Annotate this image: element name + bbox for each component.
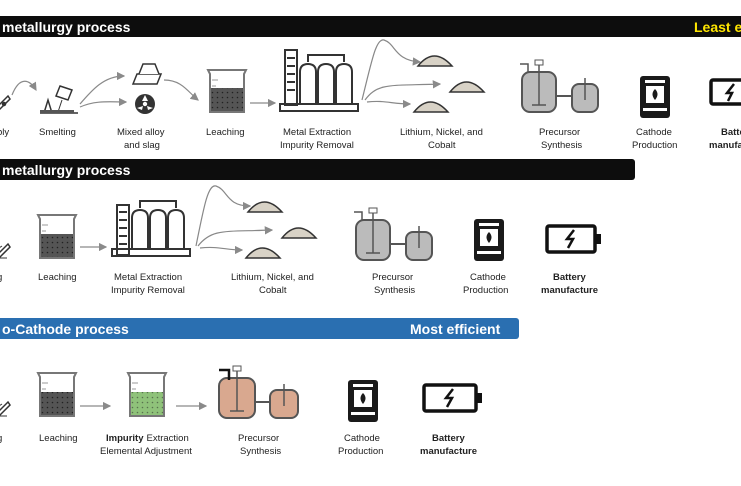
row-direct-cathode: o-Cathode process Most efficient g Leach… bbox=[0, 318, 519, 457]
cathode-furnace-icon bbox=[348, 380, 378, 422]
step-label: Cathode bbox=[636, 127, 672, 138]
least-efficient-label: Least ef bbox=[694, 19, 741, 35]
step-label: Leaching bbox=[39, 433, 78, 444]
step-label: Leaching bbox=[38, 272, 77, 283]
most-efficient-label: Most efficient bbox=[410, 321, 501, 337]
step-label: g bbox=[0, 272, 2, 283]
step-label-line2: Production bbox=[338, 446, 383, 457]
step-label: Precursor bbox=[238, 433, 279, 444]
step-label-line2: Impurity Removal bbox=[280, 140, 354, 151]
step-label: Precursor bbox=[539, 127, 580, 138]
leaching-beaker-icon bbox=[36, 214, 78, 259]
extraction-plant-icon bbox=[111, 200, 191, 257]
smelting-icon bbox=[40, 85, 78, 114]
step-label-line2: and slag bbox=[124, 140, 160, 151]
step-label-bold: Batte bbox=[721, 127, 741, 138]
row-hydrometallurgy: metallurgy process g Leaching Metal Extr… bbox=[0, 159, 635, 296]
battery-disassembly-icon bbox=[0, 94, 11, 111]
step-label: bly bbox=[0, 127, 9, 138]
extraction-plant-icon bbox=[279, 49, 359, 112]
leaching-beaker-icon bbox=[36, 372, 78, 417]
step-label-line2: Cobalt bbox=[428, 140, 456, 151]
step-label: Mixed alloy bbox=[117, 127, 165, 138]
step-label-line2: Production bbox=[632, 140, 677, 151]
precursor-reactor-icon bbox=[520, 59, 599, 113]
step-label: Cathode bbox=[470, 272, 506, 283]
step-label-rest: Extraction bbox=[146, 433, 188, 444]
row-1-title: metallurgy process bbox=[2, 19, 131, 35]
step-label-line2: Elemental Adjustment bbox=[100, 446, 192, 457]
flow-arrows bbox=[11, 71, 277, 108]
metal-powders-icon bbox=[195, 185, 318, 259]
step-label-line2: Synthesis bbox=[374, 285, 415, 296]
row-pyrometallurgy: metallurgy process Least ef bly Smelting… bbox=[0, 16, 741, 151]
step-label-bold-prefix: Impurity bbox=[106, 433, 144, 444]
metal-powders-icon bbox=[361, 39, 486, 113]
step-label: Metal Extraction bbox=[114, 272, 182, 283]
step-label-line2: Production bbox=[463, 285, 508, 296]
battery-icon bbox=[545, 224, 601, 254]
step-label: Metal Extraction bbox=[283, 127, 351, 138]
row-3-title-bar bbox=[0, 318, 519, 339]
step-label: Lithium, Nickel, and bbox=[231, 272, 314, 283]
step-label: g bbox=[0, 433, 2, 444]
step-label-bold-line2: manufacture bbox=[541, 285, 598, 296]
cathode-furnace-icon bbox=[640, 76, 670, 118]
step-label-bold-line2: manufa bbox=[709, 140, 741, 151]
step-label: Precursor bbox=[372, 272, 413, 283]
alloy-slag-icon bbox=[131, 63, 163, 114]
step-label-bold: Battery bbox=[553, 272, 586, 283]
battery-disassembly-icon bbox=[0, 242, 11, 259]
step-label: Lithium, Nickel, and bbox=[400, 127, 483, 138]
step-label-line2: Synthesis bbox=[240, 446, 281, 457]
leaching-beaker-icon bbox=[206, 69, 248, 113]
row-3-title: o-Cathode process bbox=[2, 321, 129, 337]
battery-disassembly-icon bbox=[0, 400, 11, 417]
row-2-title-bar bbox=[0, 159, 635, 180]
row-1-title-bar bbox=[0, 16, 741, 37]
row-2-title: metallurgy process bbox=[2, 162, 131, 178]
battery-icon bbox=[709, 78, 741, 106]
cathode-furnace-icon bbox=[474, 219, 504, 261]
step-label: Smelting bbox=[39, 127, 76, 138]
green-beaker-icon bbox=[126, 372, 168, 417]
step-label-line2: Impurity Removal bbox=[111, 285, 185, 296]
step-label: Cathode bbox=[344, 433, 380, 444]
step-label-bold: Battery bbox=[432, 433, 465, 444]
precursor-reactor-icon bbox=[354, 207, 433, 261]
battery-icon bbox=[422, 383, 482, 413]
step-label-line2: Cobalt bbox=[259, 285, 287, 296]
step-label-line2: Synthesis bbox=[541, 140, 582, 151]
precursor-reactor-icon bbox=[218, 365, 299, 419]
step-label: Leaching bbox=[206, 127, 245, 138]
step-label-bold-line2: manufacture bbox=[420, 446, 477, 457]
